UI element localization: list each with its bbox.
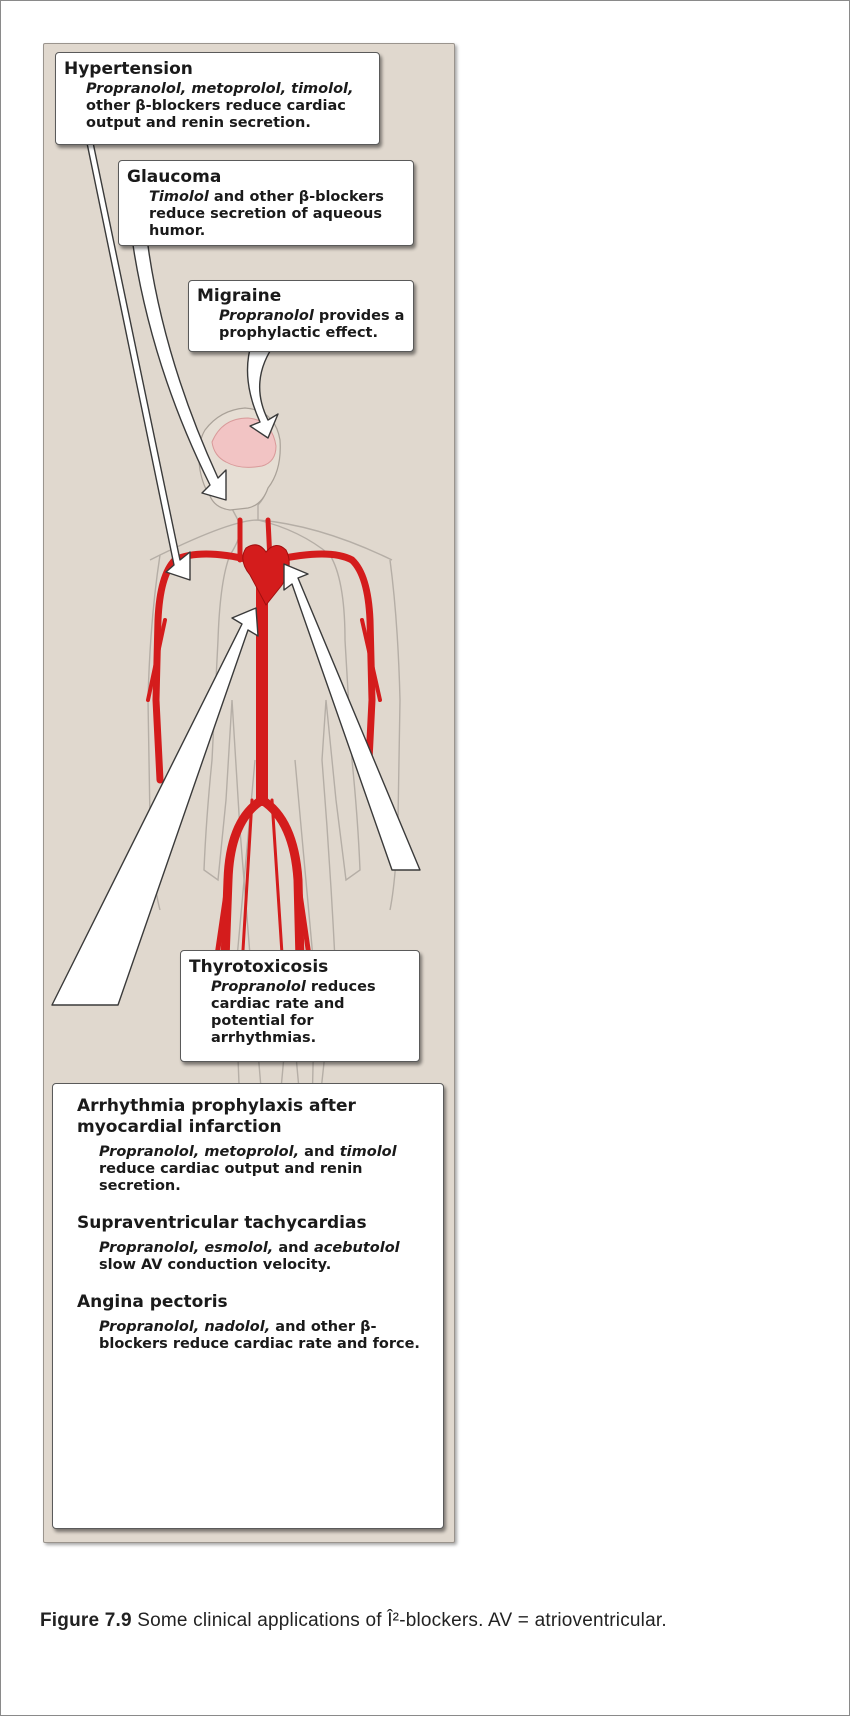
hypertension-box: Hypertension Propranolol, metoprolol, ti… [55,52,380,145]
thyrotoxicosis-title: Thyrotoxicosis [189,957,411,977]
svt-connector: and [278,1240,309,1256]
angina-drugs: Propranolol, nadolol, [99,1319,270,1335]
hypertension-text: Propranolol, metoprolol, timolol, other … [86,81,371,132]
arrhythmia-title: Arrhythmia prophylaxis after myocardial … [77,1096,429,1138]
thyrotoxicosis-text: Propranolol reduces cardiac rate and pot… [211,979,411,1047]
glaucoma-box: Glaucoma Timolol and other β-blockers re… [118,160,414,246]
angina-text: Propranolol, nadolol, and other β-blocke… [99,1319,429,1353]
caption-text: Some clinical applications of Î²-blocker… [137,1610,667,1631]
hypertension-description: other β-blockers reduce cardiac output a… [86,98,346,131]
thyrotoxicosis-drugs: Propranolol [211,979,306,995]
cardiac-applications-box: Arrhythmia prophylaxis after myocardial … [52,1083,444,1529]
glaucoma-title: Glaucoma [127,167,405,187]
angina-title: Angina pectoris [77,1292,429,1313]
hypertension-drugs: Propranolol, metoprolol, timolol, [86,81,354,97]
svt-drugs-1: Propranolol, esmolol, [99,1240,273,1256]
hypertension-arrow [62,80,190,580]
arrhythmia-drugs-1: Propranolol, metoprolol, [99,1144,299,1160]
glaucoma-drugs: Timolol [149,189,209,205]
glaucoma-text: Timolol and other β-blockers reduce secr… [149,189,405,240]
svt-text: Propranolol, esmolol, and acebutolol slo… [99,1240,429,1274]
thyrotoxicosis-box: Thyrotoxicosis Propranolol reduces cardi… [180,950,420,1062]
figure-label: Figure 7.9 [40,1610,132,1631]
svt-title: Supraventricular tachycardias [77,1213,429,1234]
migraine-drugs: Propranolol [219,308,314,324]
hypertension-title: Hypertension [64,59,371,79]
migraine-text: Propranolol provides a prophylactic effe… [219,308,405,342]
arrhythmia-connector: and [304,1144,335,1160]
heart [243,545,289,605]
migraine-box: Migraine Propranolol provides a prophyla… [188,280,414,352]
svt-drugs-2: acebutolol [314,1240,400,1256]
arrhythmia-text: Propranolol, metoprolol, and timolol red… [99,1144,429,1195]
arrhythmia-description: reduce cardiac output and renin secretio… [99,1161,363,1194]
figure-caption: Figure 7.9 Some clinical applications of… [40,1610,840,1632]
migraine-title: Migraine [197,286,405,306]
svt-description: slow AV conduction velocity. [99,1257,331,1273]
arrhythmia-drugs-2: timolol [340,1144,397,1160]
